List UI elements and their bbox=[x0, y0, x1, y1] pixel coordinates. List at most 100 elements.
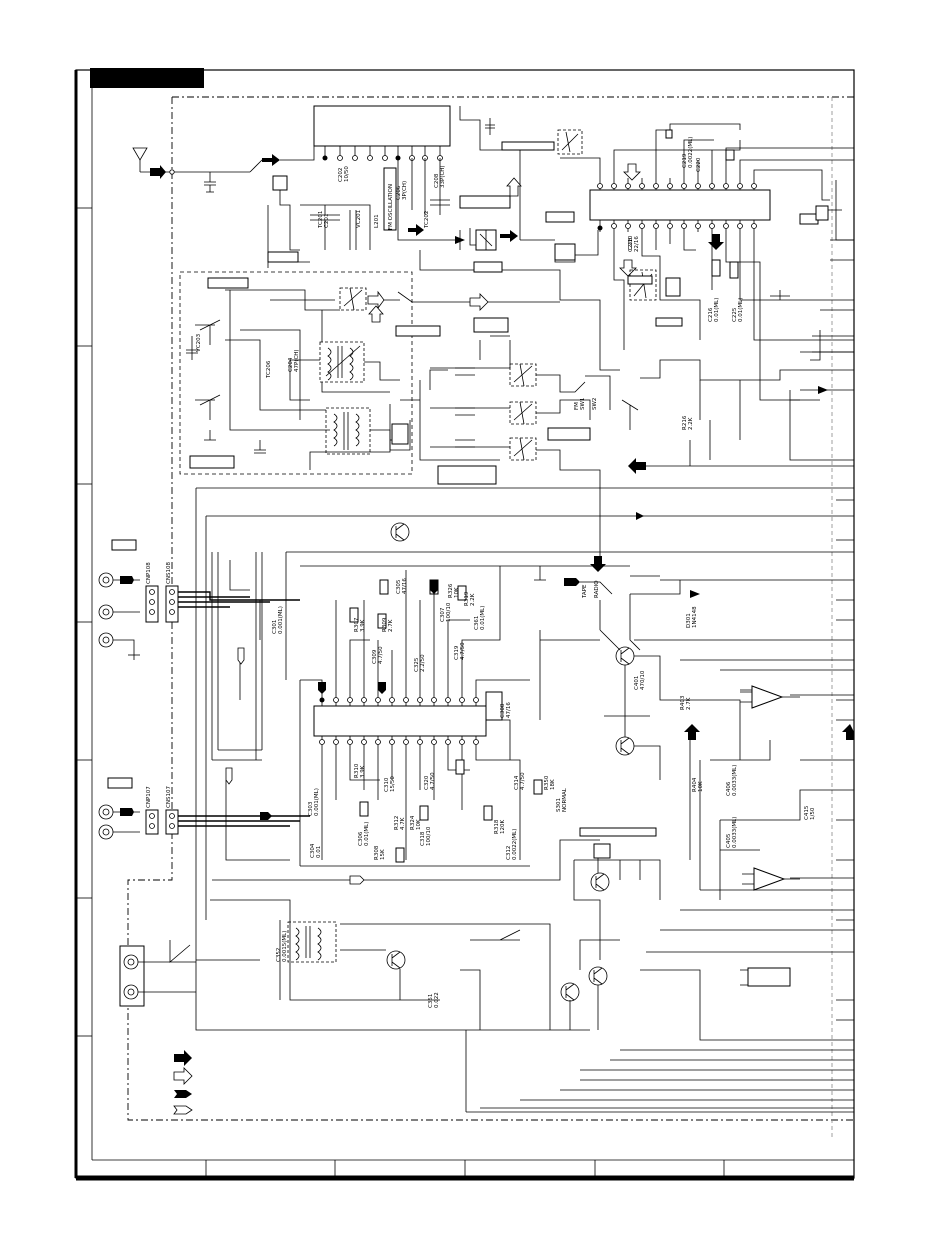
res-r309-val: 2.7K bbox=[388, 619, 394, 632]
cap-c220-ref: C220 bbox=[696, 157, 702, 172]
res-r324-ref: R324 bbox=[410, 815, 416, 830]
res-r216-ref: R216 bbox=[682, 415, 688, 430]
diode-d301-val: 1N4148 bbox=[692, 606, 698, 628]
cap-c320-ref: C320 bbox=[424, 775, 430, 790]
transistor-q1 bbox=[390, 522, 410, 542]
transistor-q7 bbox=[560, 982, 580, 1002]
res-r310-ref: R310 bbox=[354, 763, 360, 778]
cap-c301-ref: C301 bbox=[272, 620, 278, 634]
cap-c219-ref: C219 bbox=[682, 153, 688, 168]
cap-c225-ref: C225 bbox=[732, 307, 738, 322]
audio-section: C301 0.001(ML) R307 3.9K R309 2.7K C305 … bbox=[119, 487, 854, 1113]
cap-c318-ref: C318 bbox=[420, 831, 426, 846]
column-marks bbox=[205, 1160, 725, 1178]
cns107-label: CNS107 bbox=[166, 786, 172, 808]
cap-c206-val: 3P(CH) bbox=[402, 181, 408, 200]
cap-c405-ref: C405 bbox=[726, 833, 732, 848]
cap-c305-val: 47/16 bbox=[402, 578, 408, 594]
cap-c216-val: 0.01(ML) bbox=[714, 298, 720, 322]
res-r404-val: 10K bbox=[698, 781, 704, 792]
right-edge-ticks bbox=[812, 239, 854, 1021]
fm-frontend-module bbox=[313, 105, 451, 147]
cap-c312-val: 0.0022(ML) bbox=[512, 829, 518, 860]
transistor-q5 bbox=[386, 950, 406, 970]
cnp107-body bbox=[145, 809, 159, 835]
cap-c361-val: 0.01(ML) bbox=[480, 606, 486, 630]
cap-c307-ref: C307 bbox=[440, 607, 446, 622]
transistor-q2 bbox=[615, 646, 635, 666]
transistor-q3 bbox=[615, 736, 635, 756]
res-r309-ref: R309 bbox=[382, 617, 388, 632]
tuner-section: FM OSCILLATION C202 10/50 C201 C206 3P(C… bbox=[132, 105, 819, 379]
cap-c308-val: 47/16 bbox=[506, 702, 512, 718]
fm-signal-arrow-icon bbox=[262, 154, 280, 166]
sw-s301-val: NORMAL bbox=[562, 787, 568, 812]
cap-c352-ref: C352 bbox=[276, 948, 282, 962]
vc-201-ref: VC201 bbox=[356, 210, 362, 228]
cap-c361-ref: C361 bbox=[474, 616, 480, 630]
frame bbox=[74, 68, 855, 1181]
up-arrow-icon bbox=[684, 724, 700, 740]
cap-c216-ref: C216 bbox=[708, 307, 714, 322]
antenna-icon bbox=[132, 147, 148, 172]
cap-c309-ref: C309 bbox=[372, 649, 378, 664]
cap-c204-ref: C204 bbox=[288, 357, 294, 372]
cap-c319-ref: C319 bbox=[454, 645, 460, 660]
cap-c305-ref: C305 bbox=[396, 579, 402, 594]
regulator bbox=[747, 967, 791, 987]
cap-c312-ref: C312 bbox=[506, 846, 512, 860]
res-r319-val: 2.2K bbox=[470, 593, 476, 606]
cap-c401-ref: C401 bbox=[634, 676, 640, 690]
cap-c303-ref: C303 bbox=[308, 801, 314, 816]
res-r326-val: 10K bbox=[454, 587, 460, 598]
cnp108-label: CNP108 bbox=[146, 562, 152, 584]
res-r326-ref: R326 bbox=[448, 583, 454, 598]
hollow-arrow-up-icon bbox=[506, 177, 522, 197]
left-arrow-icon bbox=[628, 458, 646, 474]
solid-arrow-icon bbox=[174, 1050, 192, 1066]
cap-c204-val: 47P(CH) bbox=[294, 349, 300, 372]
cap-c405-val: 0.0033(ML) bbox=[732, 817, 738, 848]
hollow-arrow-icon bbox=[173, 1067, 193, 1085]
cap-c219-val: 0.0022(ML) bbox=[688, 137, 694, 168]
cap-c208-ref: C208 bbox=[434, 173, 440, 188]
res-r319-ref: R319 bbox=[464, 591, 470, 606]
res-r318-ref: R318 bbox=[494, 819, 500, 834]
sw-fm-ref: FM bbox=[574, 402, 580, 410]
sw-fm-val: SW1 bbox=[580, 398, 586, 410]
cap-c306-val: 0.01(ML) bbox=[364, 822, 370, 846]
cnp107-label: CNP107 bbox=[146, 786, 152, 808]
cap-c406-val: 0.0033(ML) bbox=[732, 765, 738, 796]
cap-c314-val: 4.7/50 bbox=[520, 772, 526, 790]
cap-c325-val: 2.2/50 bbox=[420, 654, 426, 672]
res-r350-ref: R350 bbox=[544, 775, 550, 790]
head-1 bbox=[98, 572, 114, 840]
res-r318-val: 120K bbox=[500, 820, 506, 834]
cap-c228-val: 22/16 bbox=[634, 236, 640, 252]
cap-c319-val: 4.7/50 bbox=[460, 642, 466, 660]
if-transformers: R216 2.2K FM SW1 SW2 bbox=[389, 290, 854, 560]
ic-out-arrow-icon bbox=[708, 234, 724, 250]
cns107-body bbox=[165, 809, 179, 835]
transistor-q6 bbox=[588, 966, 608, 986]
cap-c206-ref: C206 bbox=[396, 185, 402, 200]
fm-if-arrow-icon bbox=[408, 224, 424, 236]
res-r308-ref: R308 bbox=[374, 845, 380, 860]
res-r216-val: 2.2K bbox=[688, 417, 694, 430]
cap-c401-val: 470/10 bbox=[640, 670, 646, 690]
fm-out-arrow-icon bbox=[500, 230, 518, 242]
res-r403-val: 2.7K bbox=[686, 697, 692, 710]
cap-c314-ref: C314 bbox=[514, 775, 520, 790]
cap-c202-val: 10/50 bbox=[344, 166, 350, 182]
ic-in-arrow-icon bbox=[623, 163, 641, 181]
sw-tape-val: RADIO bbox=[594, 580, 600, 598]
hollow-tag-icon bbox=[173, 1105, 193, 1115]
fm-filter bbox=[272, 175, 288, 191]
cap-c351-ref: C351 bbox=[428, 994, 434, 1008]
cap-c304-val: 0.01 bbox=[316, 846, 322, 858]
tuner-ic bbox=[560, 123, 854, 380]
am-coil-section bbox=[179, 271, 560, 475]
cap-c202-ref: C202 bbox=[338, 168, 344, 182]
connector-section: CNP108 CNS108 CNP107 CNS107 bbox=[98, 539, 310, 840]
